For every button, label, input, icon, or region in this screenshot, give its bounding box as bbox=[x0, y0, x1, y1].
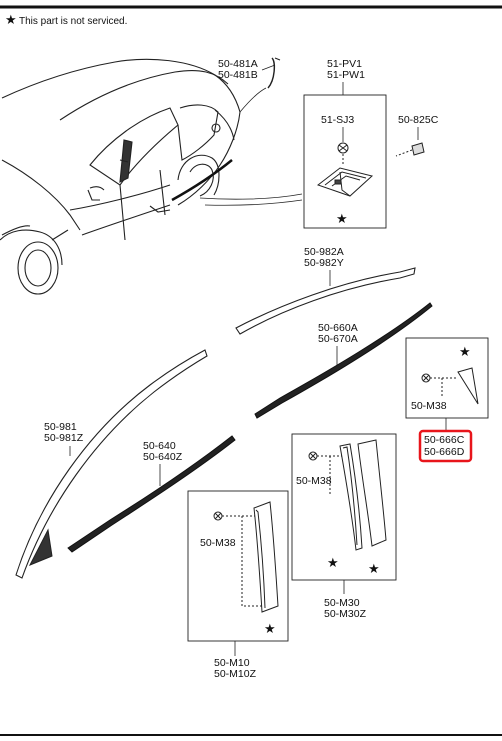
box-m10 bbox=[187, 490, 289, 642]
label-982a: 50-982A bbox=[304, 246, 344, 258]
label-670a: 50-670A bbox=[318, 333, 358, 345]
molding-481-end bbox=[274, 57, 281, 61]
label-981: 50-981 bbox=[44, 421, 77, 433]
molding-981 bbox=[15, 349, 208, 579]
label-m38-left: 50-M38 bbox=[200, 537, 236, 549]
label-640: 50-640 bbox=[143, 440, 176, 452]
box-666-star-icon: ★ bbox=[459, 344, 471, 359]
label-m38-mid: 50-M38 bbox=[296, 475, 332, 487]
molding-982 bbox=[235, 267, 416, 335]
label-825c: 50-825C bbox=[398, 114, 439, 126]
label-481a: 50-481A bbox=[218, 58, 258, 70]
trim-666-part bbox=[421, 367, 479, 405]
box-pv1-star-icon: ★ bbox=[336, 211, 348, 226]
trim-m30-part bbox=[308, 439, 387, 551]
label-m38-right: 50-M38 bbox=[411, 400, 447, 412]
emblem-part bbox=[316, 142, 374, 197]
box-pv1 bbox=[303, 94, 387, 229]
clip-825-icon bbox=[395, 142, 425, 157]
box-m10-star-icon: ★ bbox=[264, 621, 276, 636]
leader-481 bbox=[261, 64, 276, 71]
car-beltline-molding bbox=[171, 159, 233, 202]
label-666c: 50-666C bbox=[424, 434, 465, 446]
label-m30z: 50-M30Z bbox=[324, 608, 367, 620]
note-text: This part is not serviced. bbox=[19, 16, 127, 27]
box-666 bbox=[405, 337, 489, 419]
box-m30-star-b-icon: ★ bbox=[368, 561, 380, 576]
label-640z: 50-640Z bbox=[143, 451, 183, 463]
car-body-illustration bbox=[0, 58, 241, 295]
label-m10z: 50-M10Z bbox=[214, 668, 257, 680]
label-pw1: 51-PW1 bbox=[327, 69, 365, 81]
leader-car-pv bbox=[199, 193, 303, 200]
box-m30-star-a-icon: ★ bbox=[327, 555, 339, 570]
label-sj3: 51-SJ3 bbox=[321, 114, 354, 126]
molding-481 bbox=[267, 57, 276, 89]
box-m30 bbox=[291, 433, 397, 581]
molding-981-tip bbox=[28, 528, 53, 566]
label-982y: 50-982Y bbox=[304, 257, 344, 269]
trim-m10-part bbox=[213, 501, 279, 613]
leader-car-481 bbox=[239, 87, 267, 113]
label-981z: 50-981Z bbox=[44, 432, 84, 444]
note-star-icon: ★ bbox=[5, 12, 17, 27]
label-660a: 50-660A bbox=[318, 322, 358, 334]
molding-660 bbox=[254, 302, 433, 419]
highlight-666[interactable] bbox=[418, 429, 473, 463]
label-m30: 50-M30 bbox=[324, 597, 360, 609]
label-666d: 50-666D bbox=[424, 446, 465, 458]
molding-640 bbox=[67, 435, 236, 553]
leader-car-pv2 bbox=[204, 199, 303, 206]
label-481b: 50-481B bbox=[218, 69, 258, 81]
label-m10: 50-M10 bbox=[214, 657, 250, 669]
label-pv1: 51-PV1 bbox=[327, 58, 362, 70]
